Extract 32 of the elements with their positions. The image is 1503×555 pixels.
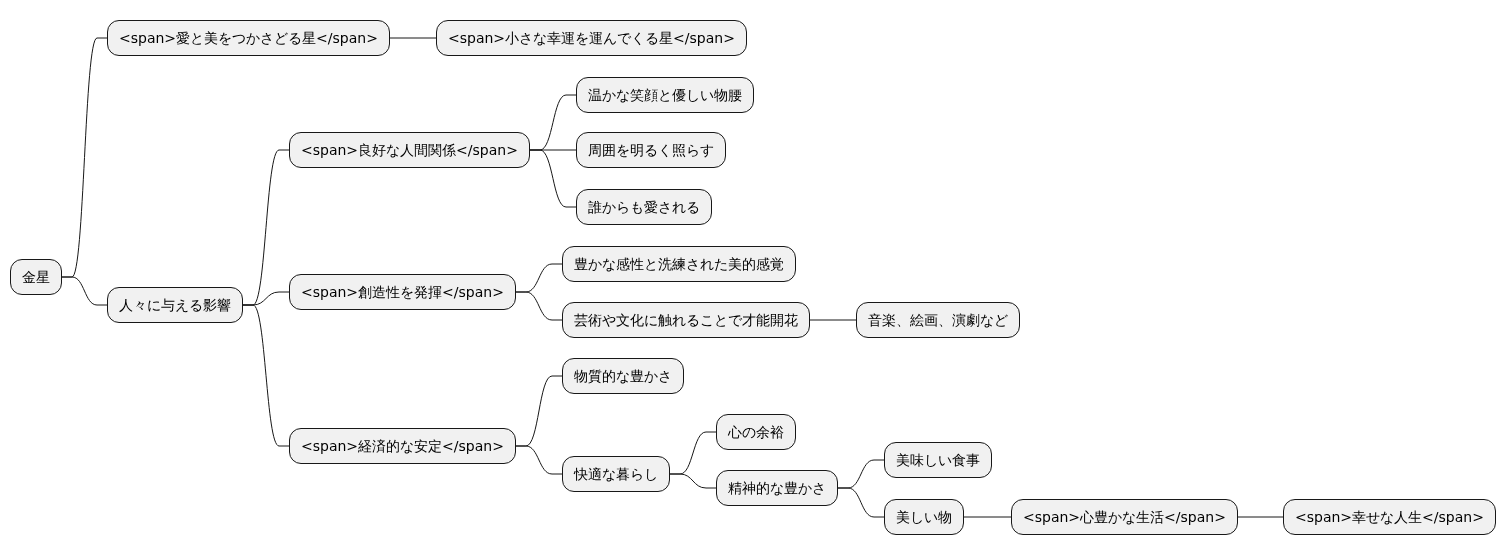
topic-box: 快適な暮らし: [562, 456, 670, 492]
connector-line: [809, 319, 857, 321]
topic-box: <span>心豊かな生活</span>: [1011, 499, 1238, 535]
topic-box: <span>良好な人間関係</span>: [289, 132, 530, 168]
topic-box: 芸術や文化に触れることで才能開花: [562, 302, 810, 338]
connector-line: [529, 149, 577, 208]
topic-box: 美味しい食事: [884, 442, 992, 478]
topic-box: 豊かな感性と洗練された美的感覚: [562, 246, 796, 282]
connector-line: [61, 276, 108, 306]
topic-box: 温かな笑顔と優しい物腰: [576, 77, 754, 113]
topic-box: 誰からも愛される: [576, 189, 712, 225]
topic-box: <span>幸せな人生</span>: [1283, 499, 1496, 535]
topic-box: 心の余裕: [716, 414, 796, 450]
connector-line: [963, 516, 1012, 518]
connector-line: [242, 304, 290, 447]
topic-box: <span>愛と美をつかさどる星</span>: [107, 20, 390, 56]
connector-line: [837, 487, 885, 518]
topic-box: 音楽、絵画、演劇など: [856, 302, 1020, 338]
connector-line: [669, 473, 717, 489]
connector-line: [1237, 516, 1284, 518]
topic-box: 周囲を明るく照らす: [576, 132, 726, 168]
topic-box: 金星: [10, 259, 62, 295]
connector-line: [389, 37, 437, 39]
connector-line: [515, 445, 563, 475]
topic-box: <span>創造性を発揮</span>: [289, 274, 516, 310]
topic-box: <span>小さな幸運を運んでくる星</span>: [436, 20, 747, 56]
topic-box: <span>経済的な安定</span>: [289, 428, 516, 464]
connector-line: [515, 291, 563, 321]
topic-box: 美しい物: [884, 499, 964, 535]
topic-box: 精神的な豊かさ: [716, 470, 838, 506]
topic-box: 物質的な豊かさ: [562, 358, 684, 394]
topic-box: 人々に与える影響: [107, 287, 243, 323]
